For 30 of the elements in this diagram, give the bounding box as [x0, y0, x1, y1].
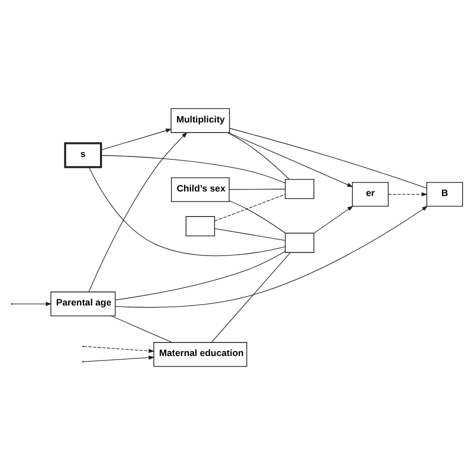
- arrow: [88, 132, 188, 292]
- connector: [115, 250, 286, 300]
- arrow: [83, 355, 155, 362]
- node-box: B: [426, 181, 464, 206]
- connector: [226, 132, 290, 180]
- arrow: [12, 301, 52, 306]
- node-box: Child’s sex: [171, 176, 230, 202]
- connector: [211, 252, 291, 342]
- arrow: [83, 346, 155, 352]
- arrow: [314, 205, 354, 234]
- node-box: Maternal education: [153, 342, 248, 366]
- arrow: [228, 132, 354, 187]
- arrow: [100, 128, 172, 150]
- connector: [110, 315, 172, 342]
- node-box: [186, 216, 215, 236]
- connector: [229, 127, 428, 188]
- node-box: [284, 232, 314, 252]
- node-box: [284, 178, 314, 199]
- connector: [228, 200, 286, 233]
- node-box: Multiplicity: [170, 108, 230, 132]
- arrow: [388, 192, 428, 196]
- node-box: s: [64, 142, 102, 168]
- node-box: Parental age: [50, 291, 116, 316]
- connector: [214, 193, 286, 221]
- arrow: [114, 205, 428, 308]
- connector: [100, 154, 286, 183]
- connector: [88, 166, 286, 256]
- connector: [228, 188, 286, 190]
- connector: [214, 228, 286, 240]
- node-box: er: [352, 181, 389, 206]
